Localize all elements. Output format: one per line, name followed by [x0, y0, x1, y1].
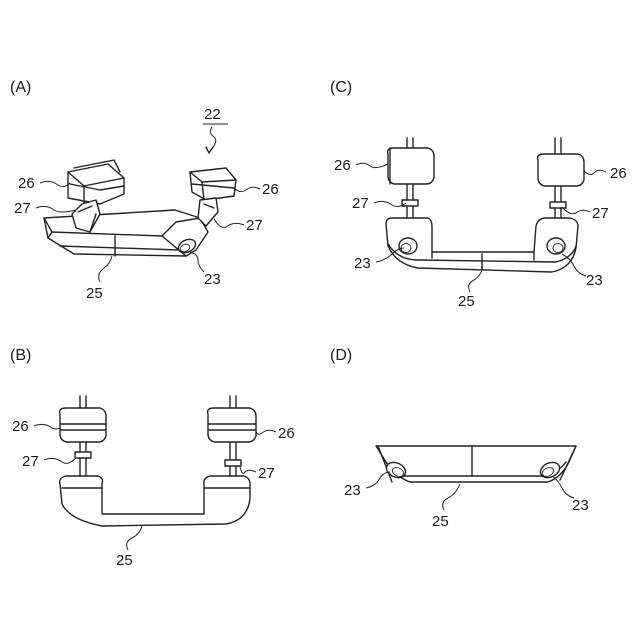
panel-c-ref-23-left: 23 [354, 255, 371, 272]
panel-c-left-leg [402, 200, 418, 206]
panel-d-label: (D) [330, 347, 352, 364]
panel-b-right-leg [225, 460, 241, 466]
panel-a: (A) [10, 79, 279, 302]
panel-c: (C) [330, 79, 627, 310]
panel-b-ref-27-left: 27 [22, 453, 39, 470]
panel-c-contact-pad-right [547, 238, 565, 254]
panel-b-left-leg [75, 452, 91, 458]
panel-a-ref-22: 22 [204, 106, 221, 123]
panel-b-left-block [60, 396, 106, 476]
panel-a-ref-27-left: 27 [14, 200, 31, 217]
panel-b: (B) 26 27 26 [10, 347, 295, 569]
panel-d-ref-23-left: 23 [344, 482, 361, 499]
panel-c-ref-25: 25 [458, 293, 475, 310]
panel-c-ref-27-right: 27 [592, 205, 609, 222]
panel-a-ref-25: 25 [86, 285, 103, 302]
panel-a-label: (A) [10, 79, 31, 96]
panel-a-ref-26-left: 26 [18, 175, 35, 192]
panel-b-ref-27-right: 27 [258, 465, 275, 482]
panel-b-ref-26-left: 26 [12, 418, 29, 435]
panel-c-ref-26-right: 26 [610, 165, 627, 182]
panel-a-right-leg [198, 198, 218, 226]
panel-c-contact-pad-left [399, 238, 417, 254]
panel-d-ref-23-right: 23 [572, 497, 589, 514]
panel-a-left-block [68, 160, 124, 204]
panel-c-ref-27-left: 27 [352, 195, 369, 212]
panel-d-ref-25: 25 [432, 513, 449, 530]
panel-c-ref-26-left: 26 [334, 157, 351, 174]
panel-b-base-member [60, 476, 250, 526]
panel-b-ref-25: 25 [116, 552, 133, 569]
panel-a-ref-27-right: 27 [246, 217, 263, 234]
panel-c-right-leg [550, 202, 566, 208]
panel-a-ref-23: 23 [204, 271, 221, 288]
panel-a-ref-26-right: 26 [262, 181, 279, 198]
panel-a-right-block [190, 168, 236, 200]
panel-b-ref-26-right: 26 [278, 425, 295, 442]
panel-c-ref-23-right: 23 [586, 272, 603, 289]
panel-c-label: (C) [330, 79, 352, 96]
panel-d: (D) 23 23 25 [330, 347, 589, 530]
panel-b-label: (B) [10, 347, 31, 364]
